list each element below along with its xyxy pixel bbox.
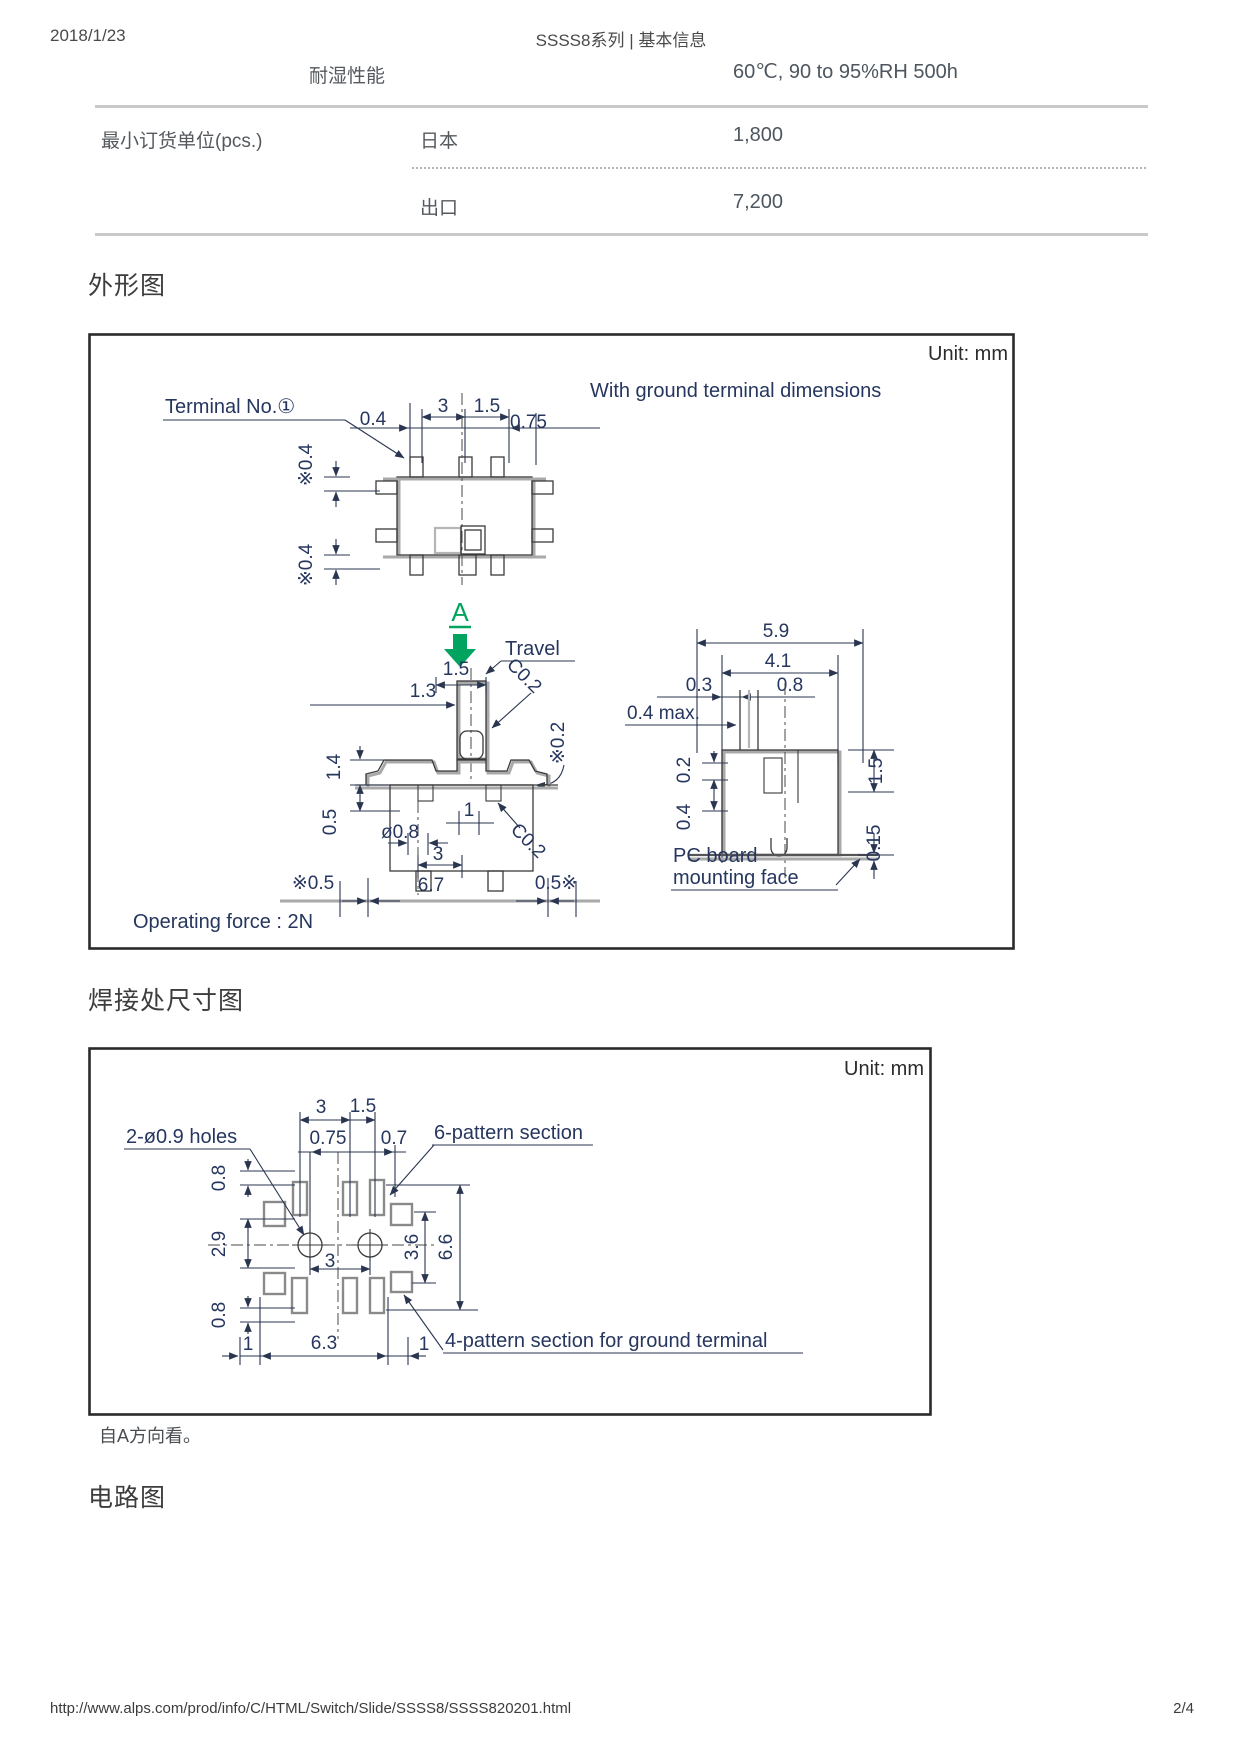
dim-0-75: 0.75 (310, 1128, 347, 1149)
travel-leader-line (485, 660, 575, 675)
solder-bottom-dimensions (222, 1297, 426, 1365)
operating-force-label: Operating force : 2N (133, 911, 313, 933)
spec-row-label: 最小订货单位(pcs.) (101, 131, 263, 152)
top-view-dimensions (350, 403, 600, 465)
dim-3: 3 (316, 1097, 327, 1118)
dim-6-6: 6.6 (436, 1234, 457, 1260)
pattern6-leader-line (389, 1144, 593, 1196)
dim-hole-0-8: ø0.8 (381, 822, 419, 843)
dim-4-1: 4.1 (765, 651, 791, 672)
dim-3-holes: 3 (325, 1251, 336, 1272)
print-date: 2018/1/23 (50, 26, 126, 45)
view-direction-label: A (451, 597, 469, 627)
front-view-body (280, 759, 600, 903)
holes-leader-line (124, 1148, 305, 1236)
dim-0-2-vert: 0.2 (674, 757, 695, 783)
outline-drawing: Unit: mm With ground terminal dimensions… (88, 333, 1015, 950)
front-view-dimensions (339, 746, 577, 917)
pc-board-label-line2: mounting face (673, 867, 799, 889)
view-direction-arrow-icon (444, 625, 476, 667)
top-view-body (375, 393, 554, 585)
drawing-border (88, 1047, 932, 1416)
dim-1-right: 1 (419, 1334, 430, 1355)
circuit-section-heading: 电路图 (88, 1484, 167, 1512)
footer-url: http://www.alps.com/prod/info/C/HTML/Swi… (50, 1700, 572, 1717)
dim-star-0-2: ※0.2 (548, 722, 569, 764)
dim-3-6: 3.6 (402, 1234, 423, 1260)
spec-row-value: 60℃, 90 to 95%RH 500h (733, 61, 958, 83)
solder-right-dimensions (386, 1184, 478, 1311)
dim-1-left: 1 (243, 1334, 254, 1355)
dim-0-5: 0.5 (320, 809, 341, 835)
spec-row-label: 耐湿性能 (309, 66, 386, 87)
dim-0-7: 0.7 (381, 1128, 407, 1149)
pc-board-label-line1: PC board (673, 845, 758, 867)
front-view-stem (310, 668, 565, 790)
solder-top-dimensions (298, 1112, 406, 1233)
dim-3: 3 (438, 396, 449, 417)
drawing-border (88, 333, 1015, 950)
dim-1-4: 1.4 (324, 753, 345, 780)
dim-0-8-top: 0.8 (209, 1165, 230, 1191)
dim-star-0-5-left: ※0.5 (292, 873, 334, 894)
table-dotted-divider (412, 167, 1146, 169)
solder-section-heading: 焊接处尺寸图 (88, 987, 245, 1015)
spec-row-value: 1,800 (733, 124, 784, 146)
table-divider (95, 233, 1148, 236)
outline-section-heading: 外形图 (88, 272, 167, 300)
terminal-leader-line (163, 419, 405, 459)
dim-0-8: 0.8 (777, 675, 803, 696)
dim-0-4: 0.4 (360, 409, 387, 430)
dim-0-15: 0.15 (864, 825, 885, 862)
spec-row-value: 7,200 (733, 191, 784, 213)
dim-1-3: 1.3 (410, 681, 436, 702)
dim-0-4-vert: 0.4 (674, 803, 695, 830)
dim-star-0-4-lower: ※0.4 (296, 543, 317, 586)
dim-c0-2-bottom: C0.2 (506, 819, 549, 862)
dim-3-front: 3 (433, 844, 444, 865)
dim-star-0-4-upper: ※0.4 (296, 443, 317, 486)
unit-label: Unit: mm (844, 1058, 924, 1080)
dim-1-5-vert: 1.5 (866, 758, 887, 784)
pattern4-leader-line (403, 1294, 803, 1354)
dim-0-3: 0.3 (686, 675, 712, 696)
travel-label: Travel (505, 638, 560, 660)
pattern4-label: 4-pattern section for ground terminal (445, 1330, 767, 1352)
table-divider (95, 105, 1148, 108)
side-view-left-dimensions (702, 751, 728, 812)
dim-2-9: 2.9 (209, 1231, 230, 1257)
footer-page-number: 2/4 (1173, 1700, 1194, 1717)
dim-1-5: 1.5 (474, 396, 500, 417)
dim-star-0-5-right: 0.5※ (535, 873, 577, 894)
solder-left-dimensions (240, 1159, 295, 1334)
dim-0-4-max: 0.4 max. (627, 703, 700, 724)
solder-pattern-drawing: Unit: mm (88, 1047, 932, 1416)
hole-pitch-dimension (309, 1257, 371, 1275)
dim-0-75: 0.75 (510, 412, 547, 433)
dim-6-7: 6.7 (418, 875, 444, 896)
dim-5-9: 5.9 (763, 621, 789, 642)
dim-travel-1-5: 1.5 (443, 659, 469, 680)
unit-label: Unit: mm (928, 343, 1008, 365)
holes-label: 2-ø0.9 holes (126, 1126, 237, 1148)
spec-row-sublabel: 出口 (420, 198, 459, 219)
terminal-no-label: Terminal No.① (165, 396, 295, 418)
side-view-dimensions (625, 629, 864, 863)
dim-0-8-bottom: 0.8 (209, 1302, 230, 1328)
page-title: SSSS8系列 | 基本信息 (535, 31, 707, 50)
ground-terminal-subtitle: With ground terminal dimensions (590, 380, 881, 402)
top-view-left-dimensions (324, 461, 380, 585)
dim-1: 1 (464, 800, 475, 821)
side-view-body (688, 683, 878, 878)
side-view-right-dimensions (835, 749, 894, 886)
dim-1-5: 1.5 (350, 1096, 376, 1117)
pattern6-label: 6-pattern section (434, 1122, 583, 1144)
spec-row-sublabel: 日本 (420, 131, 459, 152)
dim-6-3: 6.3 (311, 1333, 337, 1354)
view-note: 自A方向看。 (99, 1426, 202, 1446)
